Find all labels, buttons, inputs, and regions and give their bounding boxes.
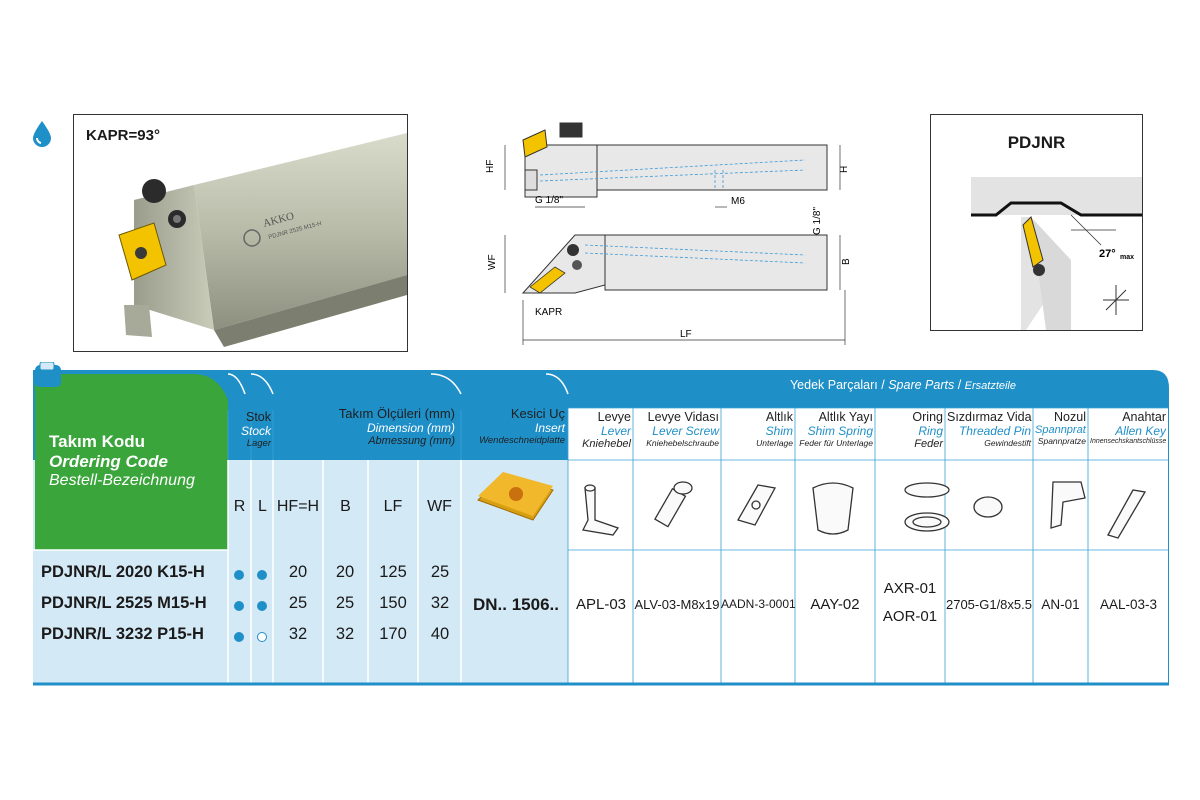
part-value-ring-1: AXR-01 xyxy=(883,580,937,597)
part-value-shim-spring: AAY-02 xyxy=(810,596,860,613)
part-icons xyxy=(582,481,1147,539)
col-b: B xyxy=(340,498,351,515)
detail-view: PDJNR 27° max xyxy=(930,114,1143,331)
tool-holder-image: AKKO PDJNR 2525 M15-H xyxy=(118,133,407,347)
dim-g18-b: G 1/8" xyxy=(812,207,823,235)
ordering-table: Yedek Parçaları / Spare Parts / Ersatzte… xyxy=(33,370,1169,686)
part-header-nozzle: NozulSpannpratzeSpannpratze xyxy=(1035,410,1086,446)
val-hf: 32 xyxy=(288,625,308,643)
val-hf: 20 xyxy=(288,563,308,581)
val-b: 32 xyxy=(335,625,355,643)
dim-kapr: KAPR xyxy=(535,307,562,318)
stock-l-empty-dot xyxy=(257,632,267,642)
part-value-allen-key: AAL-03-3 xyxy=(1099,597,1158,612)
stock-r-dot xyxy=(234,632,244,642)
detail-angle: 27° xyxy=(1099,248,1116,260)
col-lf: LF xyxy=(383,498,403,515)
col-wf: WF xyxy=(427,498,452,515)
technical-drawing: HF H G 1/8" M6 G 1/8" WF B KAPR LF xyxy=(485,122,852,345)
part-value-nozzle: AN-01 xyxy=(1041,597,1080,612)
val-wf: 32 xyxy=(430,594,450,612)
stock-r-dot xyxy=(234,570,244,580)
dim-wf: WF xyxy=(487,254,498,270)
val-wf: 40 xyxy=(430,625,450,643)
val-lf: 170 xyxy=(379,625,407,643)
dimension-header: Takım Ölçüleri (mm) Dimension (mm) Abmes… xyxy=(338,406,455,447)
detail-title: PDJNR xyxy=(1007,133,1066,152)
product-photo: KAPR=93° AKKO PDJNR 2525 M15-H xyxy=(73,114,408,352)
folder-tab-icon xyxy=(35,362,61,387)
insert-value: DN.. 1506.. xyxy=(473,595,559,614)
val-b: 20 xyxy=(335,563,355,581)
stock-l-dot xyxy=(257,601,267,611)
row-code: PDJNR/L 2525 M15-H xyxy=(41,594,207,612)
part-value-ring-2: AOR-01 xyxy=(882,608,938,625)
row-code: PDJNR/L 3232 P15-H xyxy=(41,625,204,643)
col-r: R xyxy=(233,498,246,515)
dim-b: B xyxy=(841,258,852,265)
stock-r-dot xyxy=(234,601,244,611)
dim-m6: M6 xyxy=(731,196,745,207)
part-value-lever-screw: ALV-03-M8x19 xyxy=(634,597,720,612)
detail-drawing: 27° max xyxy=(971,177,1142,330)
part-value-lever: APL-03 xyxy=(575,596,627,613)
spare-parts-title: Yedek Parçaları / Spare Parts / Ersatzte… xyxy=(789,378,1016,392)
insert-header: Kesici Uç Insert Wendeschneidplatte xyxy=(479,406,565,446)
detail-angle-sub: max xyxy=(1120,254,1134,261)
dim-g18-a: G 1/8" xyxy=(535,195,563,206)
part-value-shim: AADN-3-0001 xyxy=(721,597,796,611)
part-value-threaded-pin: 2705-G1/8x5.5 xyxy=(945,597,1032,612)
dim-hf: HF xyxy=(485,160,496,173)
val-hf: 25 xyxy=(288,594,308,612)
kapr-title: KAPR=93° xyxy=(86,127,160,144)
row-code: PDJNR/L 2020 K15-H xyxy=(41,563,205,581)
val-wf: 25 xyxy=(430,563,450,581)
insert-image xyxy=(477,472,554,521)
val-lf: 150 xyxy=(379,594,407,612)
stock-l-dot xyxy=(257,570,267,580)
ordering-code-header: Takım Kodu Ordering Code Bestell-Bezeich… xyxy=(49,432,195,489)
val-lf: 125 xyxy=(379,563,407,581)
feed-arrows-icon xyxy=(1103,285,1129,315)
col-hf: HF=H xyxy=(276,498,320,515)
dim-h: H xyxy=(839,166,850,173)
val-b: 25 xyxy=(335,594,355,612)
stock-header: Stok Stock Lager xyxy=(240,410,271,449)
col-l: L xyxy=(258,498,267,515)
coolant-drop-icon xyxy=(33,121,51,147)
dim-lf: LF xyxy=(680,329,692,340)
